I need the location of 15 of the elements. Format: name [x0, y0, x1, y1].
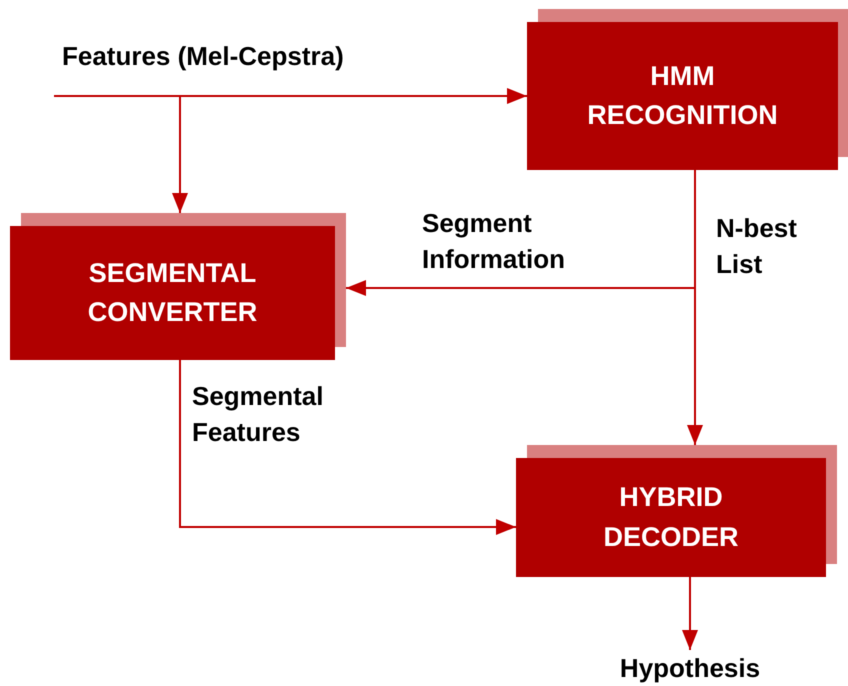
arrow [172, 96, 188, 213]
process-box [10, 213, 346, 360]
arrow [54, 88, 527, 104]
process-box [516, 445, 837, 577]
box-title: SEGMENTAL CONVERTER [86, 256, 258, 329]
process-box [527, 9, 848, 170]
edge-label: Segment Information [422, 207, 566, 276]
arrow [179, 360, 516, 535]
arrow [682, 577, 698, 650]
edge-label: Features (Mel-Cepstra) [62, 40, 345, 73]
output-label: Hypothesis [620, 652, 760, 684]
box-title: HMM RECOGNITION [586, 60, 779, 132]
box-title: HYBRID DECODER [602, 481, 740, 554]
edge-label: N-best List [716, 212, 798, 282]
edge-label: Segmental Features [192, 380, 324, 450]
